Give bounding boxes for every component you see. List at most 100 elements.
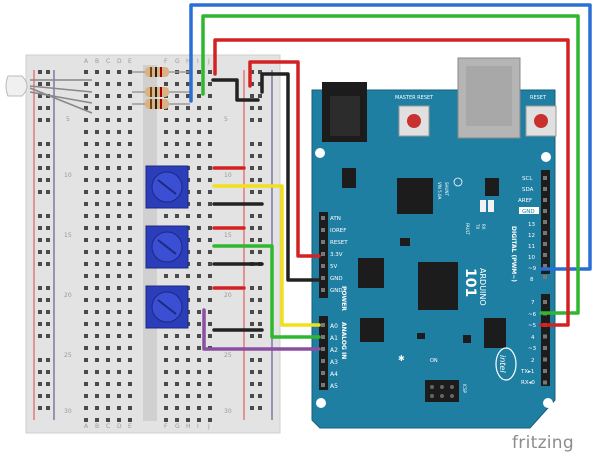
- rail-hole: [250, 358, 254, 362]
- breadboard-hole: [197, 82, 201, 86]
- breadboard-hole: [106, 334, 110, 338]
- rail-hole: [258, 166, 262, 170]
- ic-chip: [397, 178, 433, 214]
- breadboard-hole: [106, 154, 110, 158]
- wire-yellow[interactable]: [212, 184, 321, 327]
- wire-red[interactable]: [248, 60, 321, 258]
- pin-label: A1: [330, 335, 338, 342]
- breadboard-hole: [106, 94, 110, 98]
- header-pin[interactable]: [321, 383, 325, 387]
- header-pin[interactable]: [543, 220, 547, 224]
- on-label: ON: [430, 358, 438, 364]
- wire-black[interactable]: [211, 78, 260, 102]
- header-pin[interactable]: [321, 347, 325, 351]
- breadboard-hole: [95, 334, 99, 338]
- header-pin[interactable]: [543, 275, 547, 279]
- wire-purple[interactable]: [202, 308, 321, 351]
- intel-brand: intel: [498, 355, 507, 373]
- header-pin[interactable]: [321, 264, 325, 268]
- rail-hole: [38, 250, 42, 254]
- breadboard-hole: [95, 226, 99, 230]
- header-pin[interactable]: [543, 380, 547, 385]
- rail-hole: [38, 238, 42, 242]
- header-pin[interactable]: [321, 323, 325, 327]
- rail-hole: [250, 298, 254, 302]
- breadboard-hole: [186, 334, 190, 338]
- breadboard-hole: [117, 118, 121, 122]
- header-pin[interactable]: [543, 369, 547, 373]
- rail-hole: [38, 178, 42, 182]
- gnd-label-bg: [519, 207, 539, 214]
- breadboard-hole: [117, 418, 121, 422]
- potentiometer[interactable]: [145, 285, 189, 329]
- wire-green[interactable]: [212, 244, 321, 339]
- wire-blue[interactable]: [189, 3, 592, 271]
- header-pin[interactable]: [543, 346, 547, 350]
- header-pin[interactable]: [543, 231, 547, 235]
- column-letters-bottom: A B C D E F G H I J: [84, 423, 210, 430]
- header-pin[interactable]: [321, 359, 325, 363]
- header-pin[interactable]: [543, 176, 547, 180]
- header-pin[interactable]: [321, 252, 325, 256]
- pin-label: A4: [330, 371, 338, 378]
- mount-hole: [316, 398, 326, 408]
- breadboard-hole: [95, 406, 99, 410]
- header-pin[interactable]: [321, 276, 325, 280]
- breadboard-hole: [128, 118, 132, 122]
- rail-hole: [258, 70, 262, 74]
- row-numbers-right: 5 10 15 20 25 30: [224, 116, 232, 415]
- header-pin[interactable]: [321, 371, 325, 375]
- breadboard-hole: [208, 70, 212, 74]
- breadboard-rail-holes: [38, 70, 262, 410]
- breadboard-hole: [175, 418, 179, 422]
- rail-hole: [258, 382, 262, 386]
- breadboard-hole: [106, 190, 110, 194]
- breadboard-hole: [117, 286, 121, 290]
- tx-label: TX: [475, 223, 480, 229]
- rail-hole: [258, 226, 262, 230]
- header-pin[interactable]: [321, 335, 325, 339]
- header-pin[interactable]: [321, 216, 325, 220]
- wire-black[interactable]: [260, 72, 321, 282]
- breadboard-hole: [128, 190, 132, 194]
- header-pin[interactable]: [543, 300, 547, 304]
- breadboard-hole: [186, 382, 190, 386]
- breadboard-hole: [84, 214, 88, 218]
- potentiometer[interactable]: [145, 165, 189, 209]
- header-pin[interactable]: [543, 357, 547, 362]
- breadboard-hole: [164, 358, 168, 362]
- rail-hole: [250, 154, 254, 158]
- wire-red[interactable]: [213, 38, 570, 327]
- header-pin[interactable]: [321, 240, 325, 244]
- breadboard-hole: [106, 130, 110, 134]
- row-numbers-left: 5 10 15 20 25 30: [64, 116, 72, 415]
- potentiometer[interactable]: [145, 225, 189, 269]
- header-pin[interactable]: [543, 209, 547, 213]
- breadboard-hole: [128, 310, 132, 314]
- breadboard-hole: [84, 130, 88, 134]
- header-pin[interactable]: [321, 228, 325, 232]
- wire-green[interactable]: [201, 14, 580, 315]
- header-pin[interactable]: [543, 198, 547, 202]
- col-letter: A: [84, 423, 89, 430]
- rail-hole: [250, 178, 254, 182]
- col-letter: C: [106, 58, 110, 65]
- header-pin[interactable]: [321, 288, 325, 292]
- header-pin[interactable]: [543, 187, 547, 191]
- rail-hole: [258, 178, 262, 182]
- breadboard-hole: [117, 346, 121, 350]
- header-pin[interactable]: [543, 253, 547, 257]
- rail-hole: [46, 190, 50, 194]
- breadboard-hole: [197, 346, 201, 350]
- header-pin[interactable]: [543, 264, 547, 268]
- rail-hole: [258, 94, 262, 98]
- breadboard-hole: [128, 226, 132, 230]
- header-pin[interactable]: [543, 242, 547, 246]
- header-pin[interactable]: [543, 334, 547, 339]
- breadboard-hole: [84, 346, 88, 350]
- breadboard-hole: [84, 418, 88, 422]
- power-pin-labels: ATN IOREF RESET 3.3V 5V GND GND POWER: [330, 216, 348, 311]
- rail-hole: [38, 382, 42, 386]
- breadboard-hole: [95, 166, 99, 170]
- breadboard-hole: [117, 394, 121, 398]
